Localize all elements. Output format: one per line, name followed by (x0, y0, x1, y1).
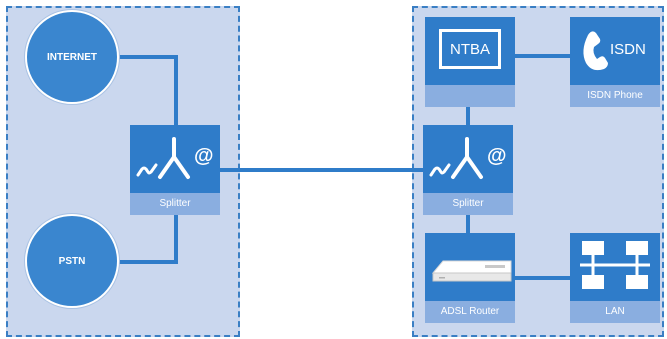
isdn-badge: ISDN (610, 41, 646, 58)
adsl-router-caption: ADSL Router (425, 301, 515, 323)
isdn-phone-caption: ISDN Phone (570, 85, 660, 107)
network-icon (580, 241, 650, 289)
splitter-icon (136, 137, 190, 179)
pstn-node: PSTN (25, 214, 119, 308)
splitter-right-caption: Splitter (423, 193, 513, 215)
ntba-caption (425, 85, 515, 107)
lan-caption: LAN (570, 301, 660, 323)
splitter-left-node: @ Splitter (130, 125, 220, 215)
wire-pstn-splitter (98, 212, 178, 264)
internet-node: INTERNET (25, 10, 119, 104)
splitter-right-node: @ Splitter (423, 125, 513, 215)
ntba-node: NTBA (425, 17, 515, 107)
adsl-router-node: ADSL Router (425, 233, 515, 323)
wire-internet-splitter (98, 55, 178, 125)
splitter-left-caption: Splitter (130, 193, 220, 215)
splitter-right-symbol: @ (487, 145, 507, 167)
lan-node: LAN (570, 233, 660, 323)
internet-label: INTERNET (47, 51, 97, 63)
isdn-phone-node: ISDN ISDN Phone (570, 17, 660, 107)
ntba-label: NTBA (449, 40, 490, 58)
pstn-label: PSTN (58, 255, 86, 267)
ntba-frame: NTBA (439, 29, 501, 69)
phone-icon (583, 31, 608, 71)
splitter-icon (429, 137, 483, 179)
splitter-left-symbol: @ (194, 145, 214, 167)
router-icon (431, 260, 512, 282)
